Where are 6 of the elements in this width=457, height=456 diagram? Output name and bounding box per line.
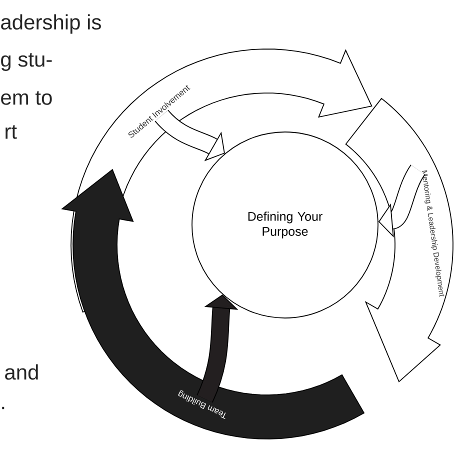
text-fragment: . <box>2 406 4 410</box>
text-fragment: and <box>5 364 38 380</box>
text-fragment: adership is <box>1 14 101 34</box>
text-fragment: em to <box>1 91 52 105</box>
text-fragment: rt <box>6 125 17 139</box>
text-fragment: g stu- <box>1 53 52 71</box>
